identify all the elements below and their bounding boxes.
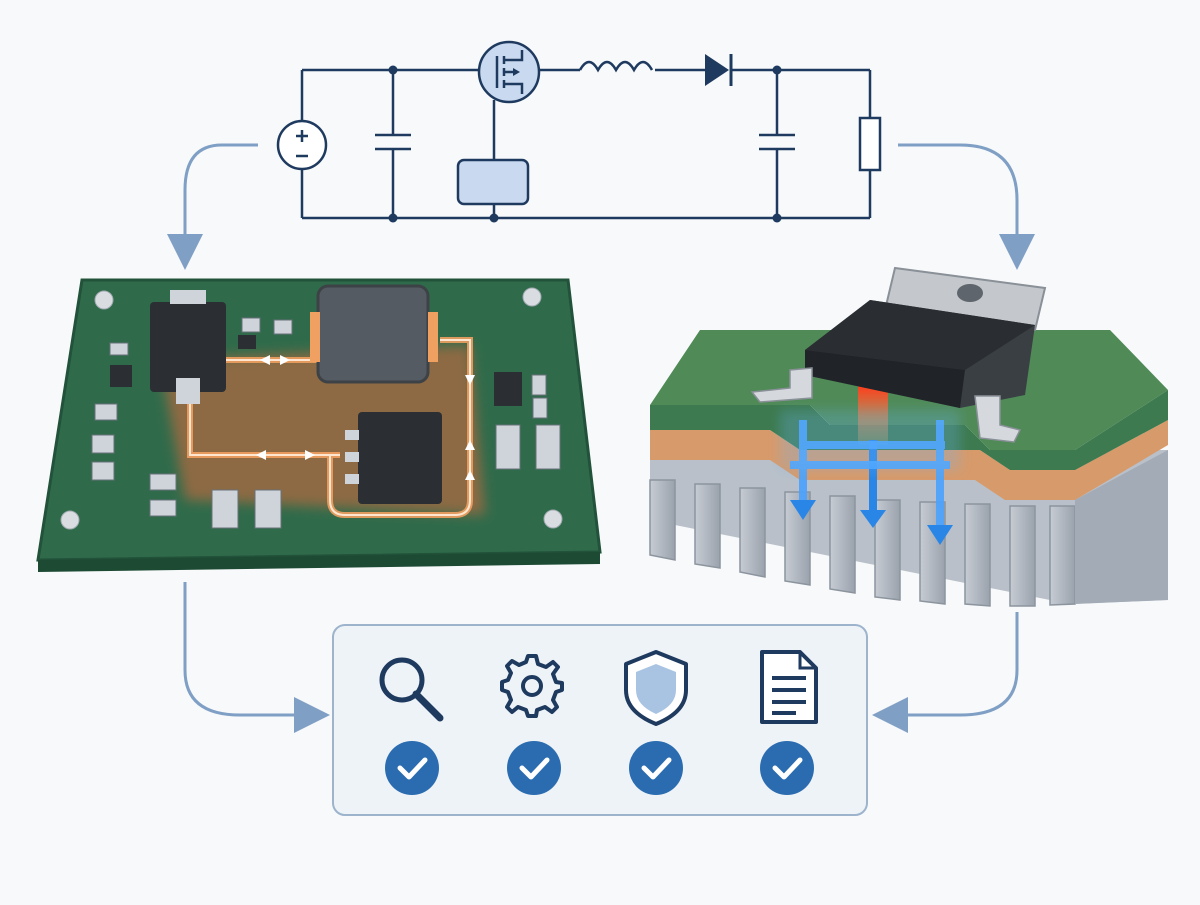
shield-icon [624,650,688,726]
mosfet-icon [477,40,541,104]
flow-arrows [167,143,1035,733]
pcb-board [36,278,602,572]
check-badge [760,741,814,795]
gate-driver-icon [456,158,530,206]
to220-package [750,266,1047,443]
schematic-nodes [388,65,782,223]
diode-icon [705,54,733,86]
check-badges [385,741,814,795]
check-badge [385,741,439,795]
load-resistor-icon [858,116,882,172]
inductor-component [310,284,438,384]
magnifier-icon [379,657,444,722]
check-badge [629,741,683,795]
check-badge [507,741,561,795]
checklist-panel [332,624,868,816]
thermal-cross-section [649,266,1168,607]
gear-icon [500,654,564,718]
switch-ic [345,412,442,504]
document-icon [760,650,818,724]
voltage-source-icon [276,119,328,171]
inductor-icon [578,60,654,73]
circuit-schematic [300,68,872,220]
power-ic [150,290,226,404]
